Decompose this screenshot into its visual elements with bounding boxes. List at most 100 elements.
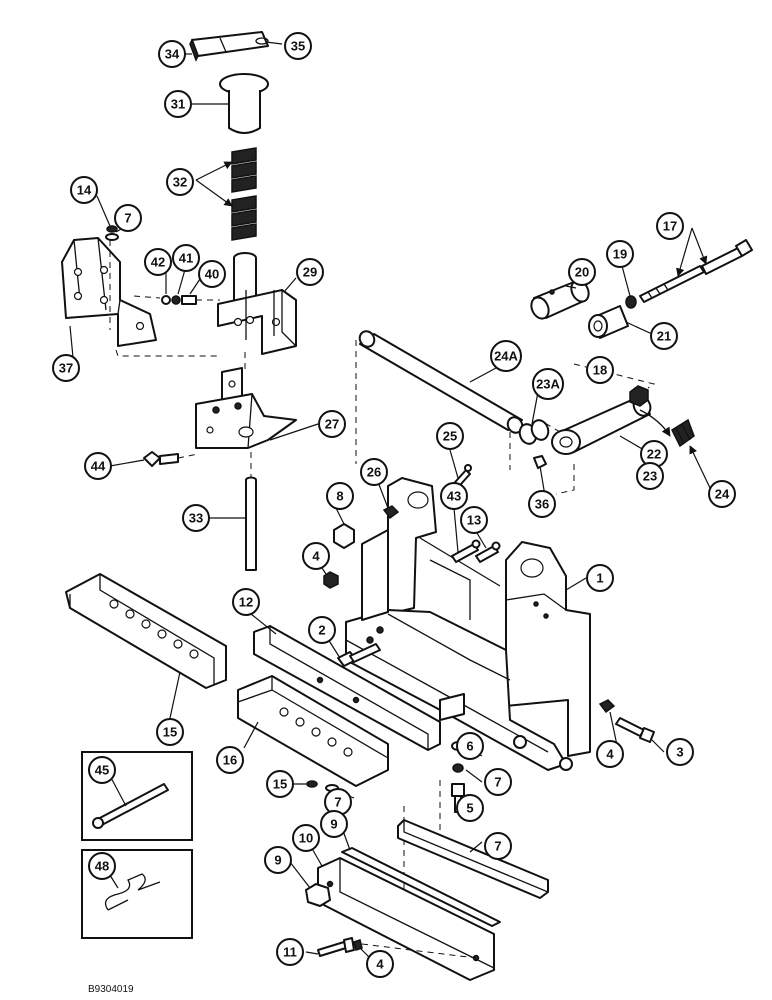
callout-balloon: [460, 506, 488, 534]
callout-balloon: [484, 832, 512, 860]
callout-label: 37: [59, 361, 73, 376]
callout-balloon: [88, 852, 116, 880]
callout-label: 24: [715, 487, 730, 502]
nut-9-lower: [305, 883, 331, 907]
channel-17: [237, 675, 389, 787]
callout-balloon: [708, 480, 736, 508]
callout-44: 44: [84, 452, 112, 480]
callout-label: 31: [171, 97, 185, 112]
channel-16: [65, 573, 227, 689]
callout-balloon: [440, 482, 468, 510]
callout-label: 23A: [536, 377, 560, 392]
plate-8: [397, 819, 549, 899]
bolt-44: [451, 539, 481, 563]
callout-4: 4: [596, 740, 624, 768]
callout-7: 7: [484, 768, 512, 796]
callout-balloon: [158, 40, 186, 68]
callout-label: 13: [467, 513, 481, 528]
drawing-reference-code: B9304019: [88, 984, 134, 995]
callout-15: 15: [266, 770, 294, 798]
callout-label: 4: [312, 549, 320, 564]
callout-16: 16: [216, 746, 244, 774]
callout-label: 26: [367, 465, 381, 480]
callout-balloon: [308, 616, 336, 644]
callout-24a: 24A: [490, 340, 522, 372]
callout-label: 10: [299, 831, 313, 846]
callout-balloon: [156, 718, 184, 746]
callout-label: 23: [643, 469, 657, 484]
plate-10: [341, 847, 501, 927]
callout-15: 15: [156, 718, 184, 746]
callout-balloon: [70, 176, 98, 204]
nut-washer-lower: [306, 780, 339, 792]
callout-label: 18: [593, 363, 607, 378]
bolt-3: [615, 717, 655, 743]
bolt-18: [639, 239, 753, 303]
callout-balloon: [366, 950, 394, 978]
callout-4: 4: [302, 542, 330, 570]
callout-7: 7: [114, 204, 142, 232]
callout-10: 10: [292, 824, 320, 852]
callout-balloon: [302, 542, 330, 570]
callout-balloon: [216, 746, 244, 774]
callout-label: 41: [179, 251, 193, 266]
callout-label: 48: [95, 859, 109, 874]
inset-48: [81, 751, 193, 841]
bracket-31: [217, 252, 297, 355]
callout-balloon: [166, 168, 194, 196]
callout-26: 26: [360, 458, 388, 486]
callout-balloon: [360, 458, 388, 486]
callout-label: 21: [657, 329, 671, 344]
callout-29: 29: [296, 258, 324, 286]
callout-25: 25: [436, 422, 464, 450]
callout-label: 36: [535, 497, 549, 512]
callout-label: 44: [91, 459, 106, 474]
callout-14: 14: [70, 176, 98, 204]
callout-balloon: [52, 354, 80, 382]
washer-4-upper: [323, 571, 339, 589]
callout-19: 19: [606, 240, 634, 268]
callout-3: 3: [666, 738, 694, 766]
callout-balloon: [232, 588, 260, 616]
callout-label: 7: [124, 211, 131, 226]
callout-1: 1: [586, 564, 614, 592]
rod-34: [245, 452, 257, 571]
tube-25: [355, 330, 524, 470]
callout-36: 36: [528, 490, 556, 518]
callout-9: 9: [264, 846, 292, 874]
callout-label: 14: [77, 183, 92, 198]
bolt-37: [533, 455, 547, 469]
callout-label: 8: [336, 489, 343, 504]
bolt-41-42-43: [133, 295, 220, 305]
bolt-14: [475, 541, 501, 563]
washer-20: [625, 295, 637, 309]
callout-balloon: [88, 756, 116, 784]
callout-label: 9: [330, 817, 337, 832]
callout-balloon: [568, 258, 596, 286]
callout-label: 7: [334, 795, 341, 810]
washer-7: [452, 763, 464, 773]
callout-balloon: [666, 738, 694, 766]
callout-label: 17: [663, 219, 677, 234]
callout-balloon: [656, 212, 684, 240]
bolt-27: [382, 505, 400, 520]
callout-22: 22: [640, 440, 668, 468]
callout-33: 33: [182, 504, 210, 532]
callout-balloon: [456, 794, 484, 822]
bar-13: [253, 625, 441, 751]
nut-washer-top: [105, 225, 119, 241]
pin-36: [255, 37, 269, 45]
callout-balloon: [326, 482, 354, 510]
callout-12: 12: [232, 588, 260, 616]
inset-49: [81, 849, 193, 939]
callout-label: 6: [466, 739, 473, 754]
callout-balloon: [164, 90, 192, 118]
callout-balloon: [650, 322, 678, 350]
callout-balloon: [484, 768, 512, 796]
collar-22: [588, 305, 629, 339]
callout-label: 33: [189, 511, 203, 526]
callout-label: 32: [173, 175, 187, 190]
bolt-12: [317, 937, 477, 959]
bracket-40: [61, 237, 220, 357]
callout-balloon: [636, 462, 664, 490]
